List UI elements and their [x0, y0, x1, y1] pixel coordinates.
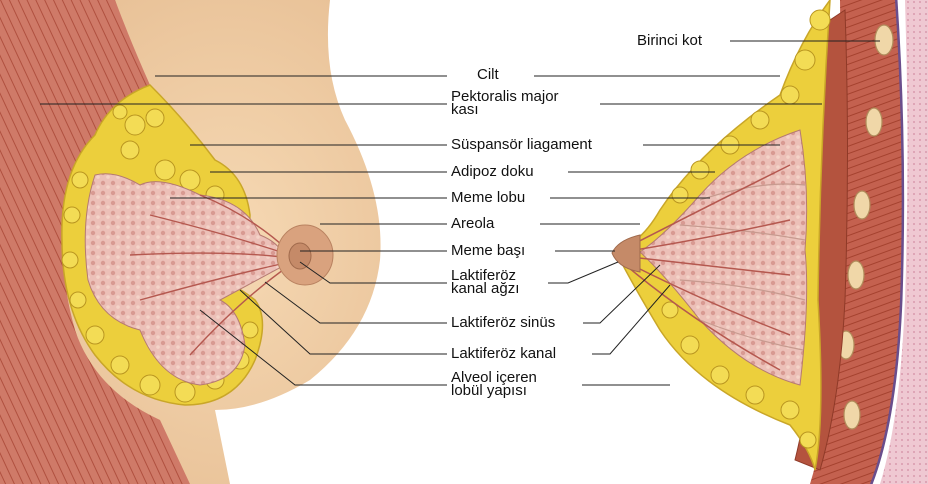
nipple-right [612, 235, 640, 272]
label-kanal-agzi-line2: kanal ağzı [451, 282, 519, 295]
label-laktiferoz-kanal-agzi: Laktiferöz kanal ağzı [451, 269, 519, 295]
label-areola: Areola [451, 216, 494, 231]
nipple-left [289, 243, 311, 269]
sagittal-view-illustration [612, 0, 928, 484]
label-suspansor-liagament: Süspansör liagament [451, 137, 592, 152]
label-alveol-line2: lobül yapısı [451, 384, 537, 397]
label-cilt: Cilt [477, 67, 499, 82]
label-laktiferoz-sinus: Laktiferöz sinüs [451, 315, 555, 330]
front-view-illustration [0, 0, 381, 484]
label-alveol-lobul: Alveol içeren lobül yapısı [451, 371, 537, 397]
label-meme-basi: Meme başı [451, 243, 525, 258]
label-laktiferoz-kanal: Laktiferöz kanal [451, 346, 556, 361]
label-meme-lobu: Meme lobu [451, 190, 525, 205]
label-adipoz-doku: Adipoz doku [451, 164, 534, 179]
label-birinci-kot: Birinci kot [637, 33, 702, 48]
leader-kanal-agzi-right [548, 262, 618, 283]
label-pektoralis-major: Pektoralis major kası [451, 90, 559, 116]
